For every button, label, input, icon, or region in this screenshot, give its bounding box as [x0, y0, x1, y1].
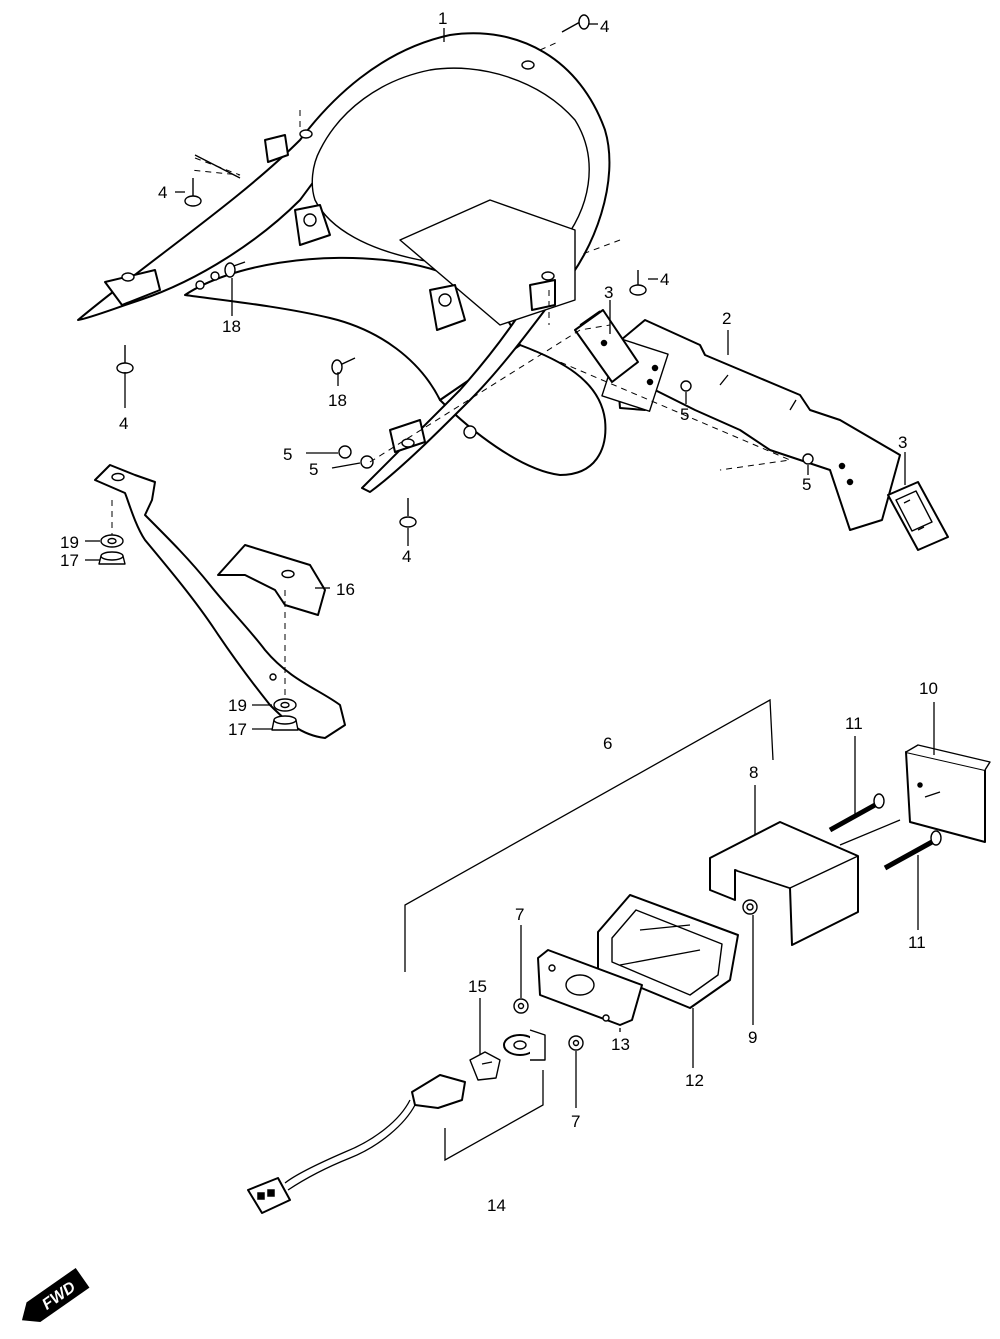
callout-9: 9 — [748, 1028, 757, 1047]
bolt-left-upper — [184, 178, 202, 207]
callout-10: 10 — [919, 679, 938, 698]
callout-11: 11 — [908, 933, 926, 952]
callout-17: 17 — [60, 551, 79, 570]
callout-19: 19 — [60, 533, 79, 552]
callout-7: 7 — [515, 905, 524, 924]
callout-5: 5 — [680, 405, 689, 424]
callout-13: 13 — [611, 1035, 630, 1054]
washer-19-lower — [273, 698, 297, 712]
tail-housing — [709, 821, 859, 946]
callout-8: 8 — [749, 763, 758, 782]
nut-9 — [742, 899, 758, 915]
callout-7: 7 — [571, 1112, 580, 1131]
callout-2: 2 — [722, 309, 731, 328]
callout-16: 16 — [336, 580, 355, 599]
callout-6: 6 — [603, 734, 612, 753]
callout-18: 18 — [328, 391, 347, 410]
washer-19-upper — [100, 534, 124, 548]
bolt-bottom — [399, 498, 417, 528]
nut-17-upper — [98, 551, 126, 565]
callout-12: 12 — [685, 1071, 704, 1090]
callout-4: 4 — [402, 547, 411, 566]
bulb — [469, 1051, 501, 1081]
callout-5: 5 — [283, 445, 292, 464]
bulb-socket-grommet — [503, 1029, 546, 1061]
callout-17: 17 — [228, 720, 247, 739]
nut-7-lower — [568, 1035, 584, 1051]
callout-15: 15 — [468, 977, 487, 996]
license-plate-bracket — [601, 319, 901, 531]
callout-1: 1 — [438, 9, 447, 28]
gasket-plate — [537, 949, 643, 1026]
callout-4: 4 — [600, 17, 609, 36]
long-screw-upper — [828, 793, 885, 833]
callout-11: 11 — [845, 714, 863, 733]
long-screw-lower — [883, 830, 942, 871]
reflector-pad-right — [887, 481, 949, 551]
tail-lens — [905, 744, 991, 843]
callout-3: 3 — [898, 433, 907, 452]
rear-carrier-frame — [77, 32, 611, 493]
callout-4: 4 — [660, 270, 669, 289]
fwd-direction-arrow: FWD — [21, 1267, 90, 1323]
bolt-18-lower — [331, 357, 356, 375]
bolt-right-upper — [629, 270, 647, 296]
callout-5: 5 — [802, 475, 811, 494]
callout-3: 3 — [604, 283, 613, 302]
bolt-top — [561, 14, 590, 33]
nut-7-upper — [513, 998, 529, 1014]
callout-4: 4 — [119, 414, 128, 433]
bolt-left-lower — [116, 345, 134, 374]
sub-bracket — [94, 464, 346, 739]
nut-17-lower — [271, 715, 299, 731]
callout-labels: 1 4 4 4 4 4 18 18 5 5 5 5 3 3 2 19 17 16… — [60, 9, 938, 1215]
callout-14: 14 — [487, 1196, 506, 1215]
lamp-holder-frame — [597, 894, 739, 1009]
callout-4: 4 — [158, 183, 167, 202]
bolt-18-upper — [224, 261, 246, 278]
callout-19: 19 — [228, 696, 247, 715]
callout-18: 18 — [222, 317, 241, 336]
nut-5 — [338, 380, 814, 469]
socket-wire-harness — [247, 1074, 466, 1214]
callout-5: 5 — [309, 460, 318, 479]
leader-lines — [85, 23, 935, 1108]
